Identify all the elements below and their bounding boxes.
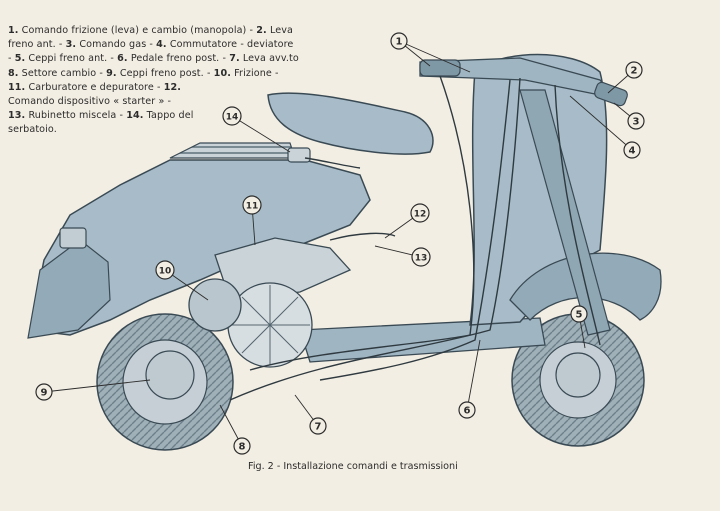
svg-text:7: 7 xyxy=(315,422,322,433)
legend-number: 1. xyxy=(8,25,19,36)
legend-text: Settore cambio - xyxy=(18,67,107,79)
fuel-cap xyxy=(287,147,311,163)
callout-14: 14 xyxy=(222,106,242,126)
callout-2: 2 xyxy=(625,61,643,79)
legend-number: 11. xyxy=(8,81,26,93)
legend-line: 1. Comando frizione (leva) e cambio (man… xyxy=(8,24,338,38)
legend-number: 2. xyxy=(256,25,267,36)
luggage-rack xyxy=(169,142,296,159)
legend-text: - xyxy=(8,53,15,65)
callout-3: 3 xyxy=(627,112,645,130)
callout-9: 9 xyxy=(35,383,53,401)
seat xyxy=(267,92,434,155)
legend-text: Leva avv.to xyxy=(239,53,299,65)
control-cables xyxy=(229,75,601,401)
legend-text: Comando frizione (leva) e cambio (manopo… xyxy=(18,25,257,36)
front-brake-drum xyxy=(555,352,601,398)
tail-light xyxy=(59,227,87,249)
callout-12: 12 xyxy=(410,203,430,223)
legend-text: Comando dispositivo « starter » - xyxy=(8,96,172,108)
legend-number: 13. xyxy=(8,110,26,122)
callout-4: 4 xyxy=(623,141,641,159)
legend-number: 14. xyxy=(126,110,144,122)
legend-line: Comando dispositivo « starter » - xyxy=(8,95,338,109)
legend-number: 7. xyxy=(229,53,240,65)
callout-6: 6 xyxy=(458,401,476,419)
svg-text:9: 9 xyxy=(41,388,48,399)
svg-text:4: 4 xyxy=(629,146,636,157)
fan-vanes xyxy=(230,285,310,365)
legend-number: 9. xyxy=(106,67,117,79)
svg-text:8: 8 xyxy=(239,442,246,453)
svg-text:11: 11 xyxy=(246,202,259,212)
legend-text: Rubinetto miscela - xyxy=(25,110,127,122)
legend-number: 12. xyxy=(163,81,182,93)
svg-text:3: 3 xyxy=(633,117,640,128)
steering-column xyxy=(519,89,611,336)
legend-number: 6. xyxy=(117,53,128,65)
callout-1: 1 xyxy=(390,32,408,50)
legend-line: 13. Rubinetto miscela - 14. Tappo del xyxy=(8,109,338,123)
legend-line: 11. Carburatore e depuratore - 12. xyxy=(8,81,338,95)
figure-caption: Fig. 2 - Installazione comandi e trasmis… xyxy=(248,461,458,472)
legend-number: 8. xyxy=(8,67,19,79)
rear-brake-drum xyxy=(145,350,195,400)
svg-text:12: 12 xyxy=(414,210,427,220)
callout-10: 10 xyxy=(155,260,175,280)
legend-text: Ceppi freno post. - xyxy=(116,67,214,79)
legend-line: - 5. Ceppi freno ant. - 6. Pedale freno … xyxy=(8,52,338,66)
legend-line: 8. Settore cambio - 9. Ceppi freno post.… xyxy=(8,67,338,81)
legend-text: Leva xyxy=(266,25,293,36)
legend-line: freno ant. - 3. Comando gas - 4. Commuta… xyxy=(8,38,338,52)
callout-7: 7 xyxy=(309,417,327,435)
legend-number: 3. xyxy=(65,39,77,51)
legend-number: 10. xyxy=(213,67,231,79)
legend-text: serbatoio. xyxy=(8,124,57,136)
legend-text: Comando gas - xyxy=(76,39,157,51)
callout-5: 5 xyxy=(570,305,588,323)
legend-text: Ceppi freno ant. - xyxy=(25,53,118,65)
legend-number: 5. xyxy=(14,53,26,65)
rear-body xyxy=(29,159,371,336)
legend-text: freno ant. - xyxy=(8,39,66,51)
svg-text:6: 6 xyxy=(464,406,471,417)
svg-text:13: 13 xyxy=(415,254,428,264)
svg-text:10: 10 xyxy=(159,267,172,277)
legend-line: serbatoio. xyxy=(8,123,338,137)
right-grip xyxy=(594,81,628,107)
legend-number: 4. xyxy=(156,39,167,51)
callout-13: 13 xyxy=(411,247,431,267)
callout-8: 8 xyxy=(233,437,251,455)
svg-text:5: 5 xyxy=(576,310,583,321)
clutch-assembly xyxy=(188,278,242,332)
callout-11: 11 xyxy=(242,195,262,215)
legend-text: Tappo del xyxy=(143,110,194,122)
legend-text: Frizione - xyxy=(230,67,279,79)
legend-text: Commutatore - deviatore xyxy=(166,39,294,51)
svg-text:1: 1 xyxy=(396,37,403,48)
svg-text:14: 14 xyxy=(226,113,239,123)
svg-text:2: 2 xyxy=(631,66,638,77)
legend-text: Pedale freno post. - xyxy=(127,53,230,65)
engine-cowl-panel xyxy=(27,239,111,339)
parts-legend: 1. Comando frizione (leva) e cambio (man… xyxy=(8,24,338,138)
legend-text: Carburatore e depuratore - xyxy=(25,81,164,93)
floorboard xyxy=(299,317,546,363)
